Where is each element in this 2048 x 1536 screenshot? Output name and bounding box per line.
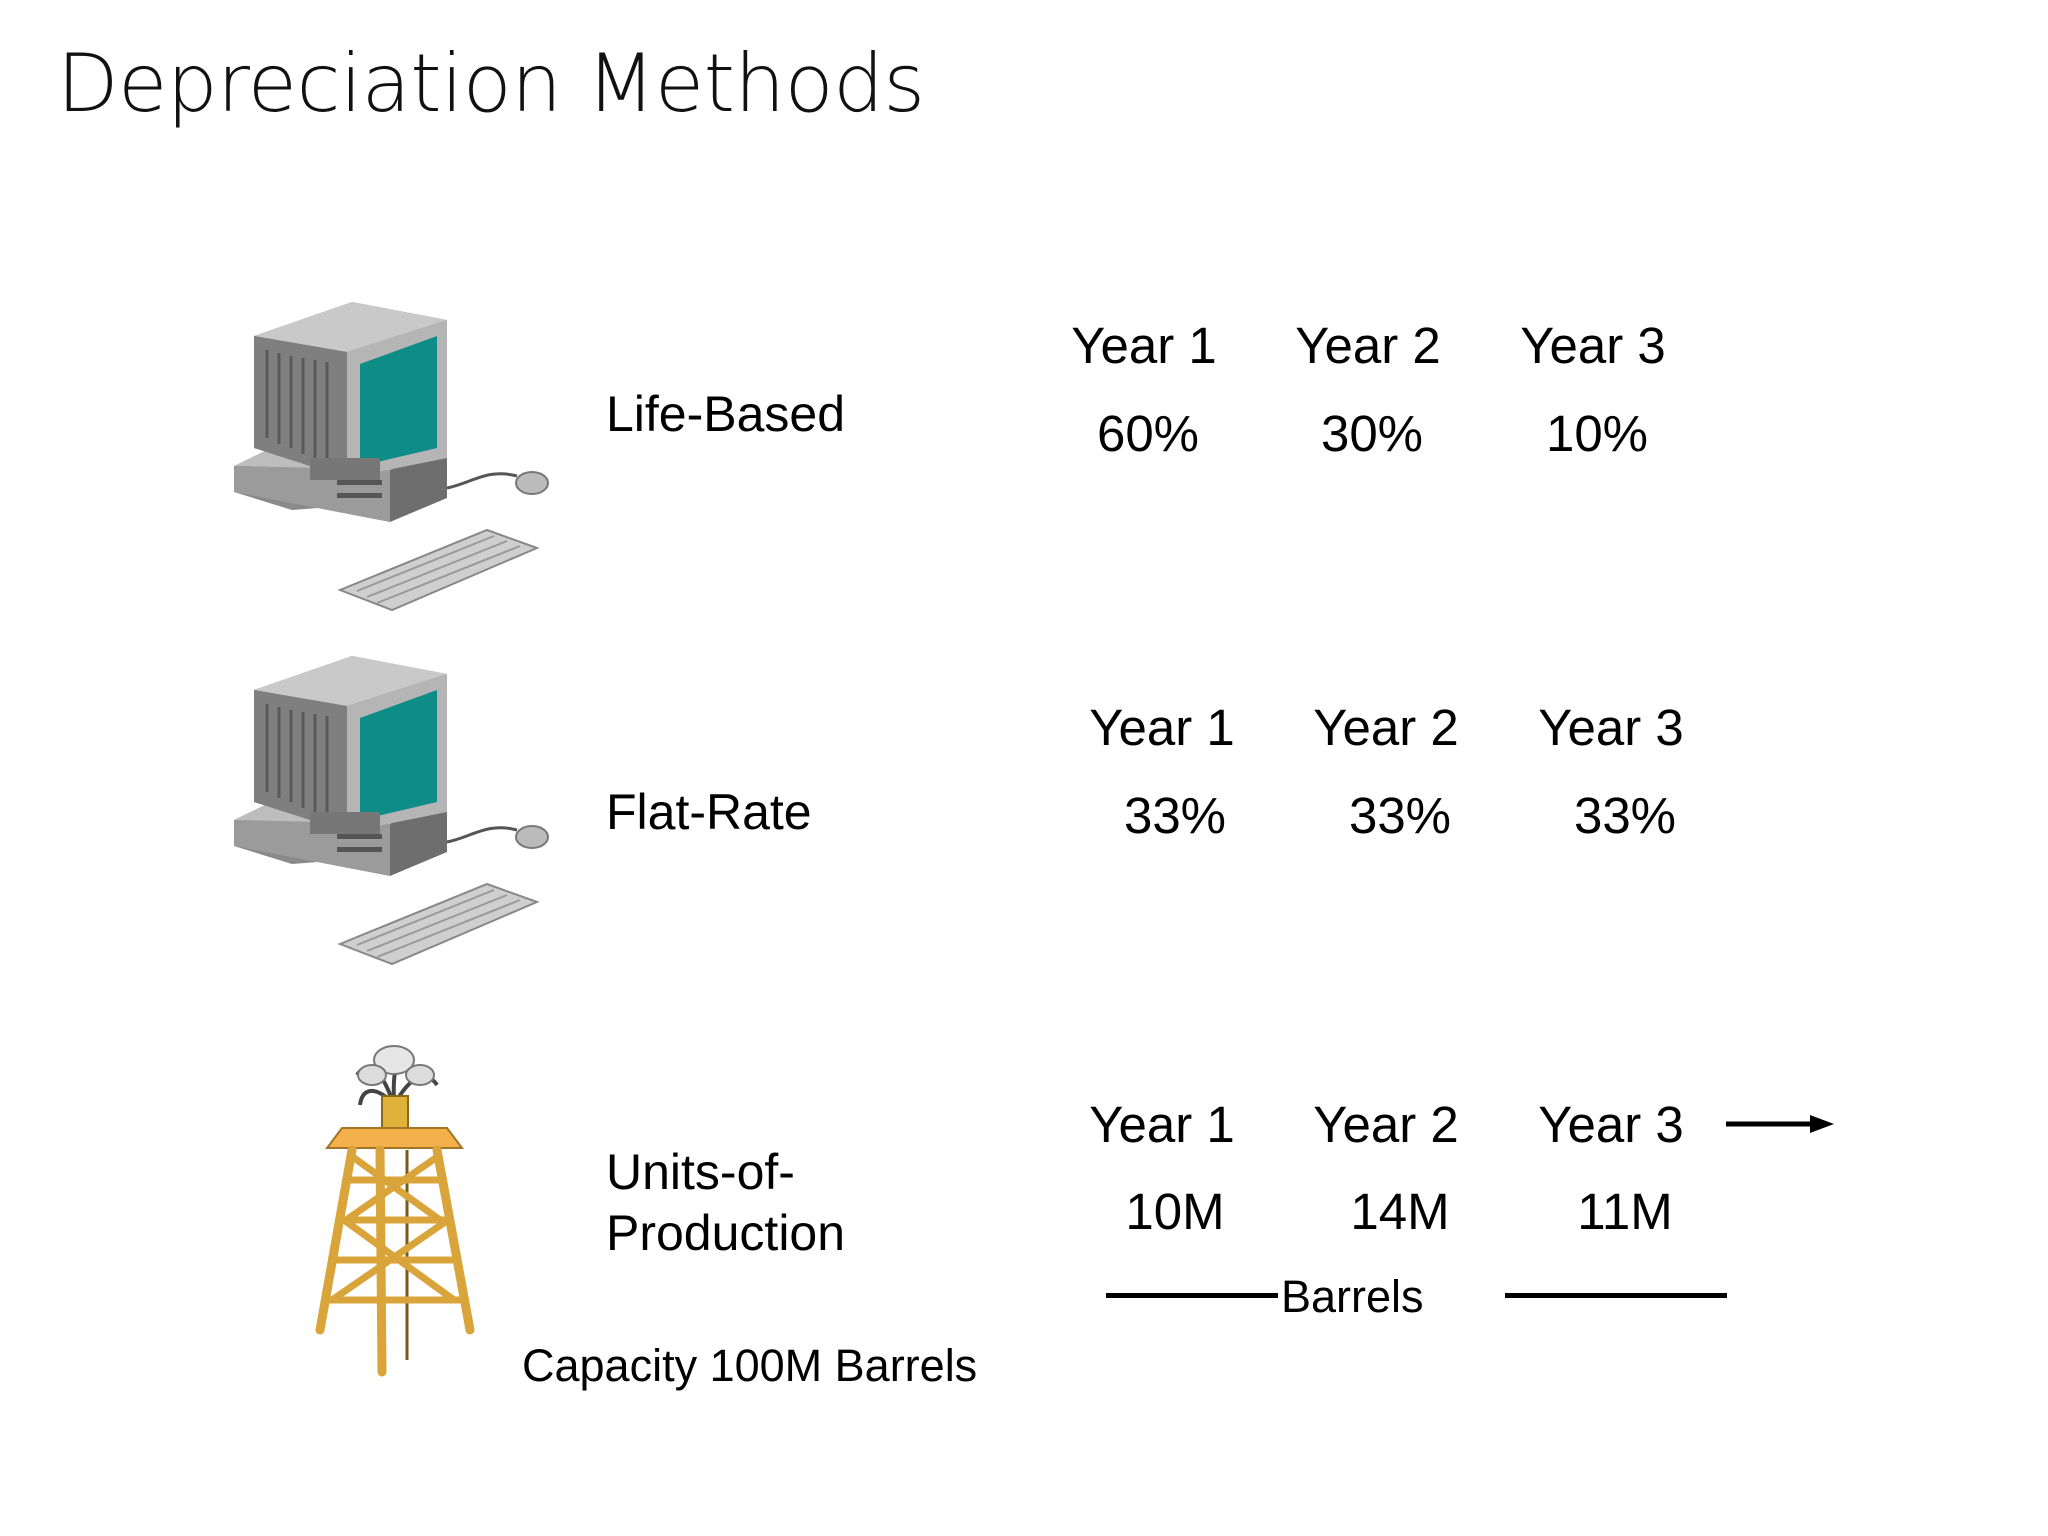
barrels-label: Barrels [1281, 1271, 1424, 1322]
year-header: Year 2 [1313, 1096, 1459, 1153]
method-label-line: Production [606, 1205, 846, 1261]
year-header: Year 3 [1538, 699, 1684, 756]
barrels-rule-right [1505, 1293, 1727, 1298]
production-value: 14M [1350, 1183, 1450, 1240]
production-value: 11M [1577, 1183, 1673, 1240]
year-header: Year 2 [1313, 699, 1459, 756]
computer-icon [234, 656, 549, 966]
arrow-right-icon [1726, 1115, 1834, 1133]
slide-title: Depreciation Methods [57, 37, 925, 130]
capacity-label: Capacity 100M Barrels [522, 1340, 978, 1391]
depreciation-value: 33% [1573, 787, 1677, 844]
method-label-units-of-production: Units-of- Production [606, 1142, 845, 1264]
oil-rig-icon [315, 1045, 475, 1377]
method-label-life-based: Life-Based [606, 386, 846, 442]
method-label-flat-rate: Flat-Rate [606, 784, 812, 840]
year-header: Year 1 [1071, 317, 1217, 374]
year-header: Year 1 [1089, 1096, 1235, 1153]
year-header: Year 3 [1520, 317, 1666, 374]
depreciation-value: 10% [1545, 405, 1649, 462]
depreciation-value: 30% [1320, 405, 1424, 462]
depreciation-value: 60% [1096, 405, 1200, 462]
year-header: Year 2 [1295, 317, 1441, 374]
computer-icon [234, 302, 549, 612]
depreciation-value: 33% [1123, 787, 1227, 844]
depreciation-value: 33% [1348, 787, 1452, 844]
production-value: 10M [1125, 1183, 1225, 1240]
barrels-rule-left [1106, 1293, 1278, 1298]
year-header: Year 3 [1538, 1096, 1684, 1153]
year-header: Year 1 [1089, 699, 1235, 756]
method-label-line: Units-of- [606, 1144, 795, 1200]
